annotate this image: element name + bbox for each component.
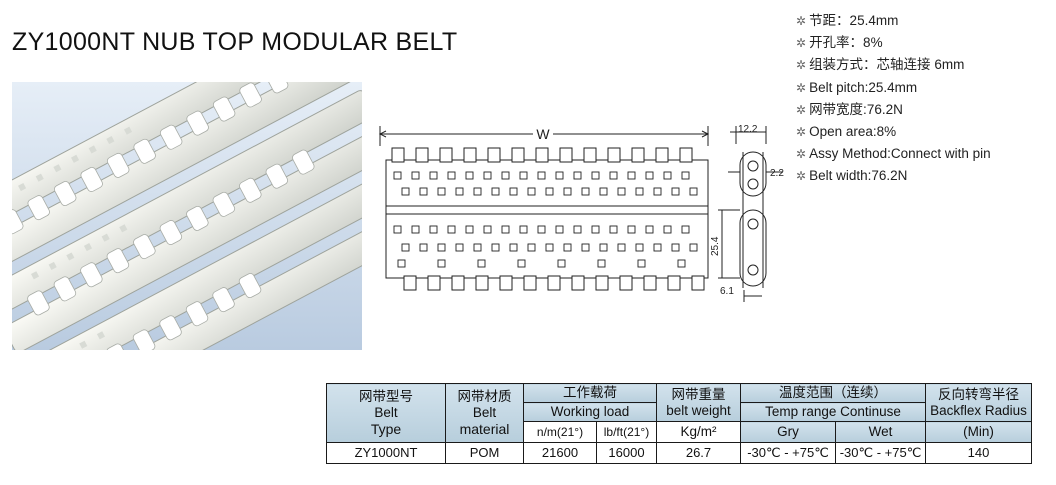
spec-item: ✲Assy Method:Connect with pin [796, 146, 991, 162]
spec-item: ✲网带宽度:76.2N [796, 101, 903, 117]
header-working-load-cn: 工作载荷 [523, 383, 657, 403]
star-icon: ✲ [796, 36, 807, 51]
spec-item: ✲Belt width:76.2N [796, 168, 908, 184]
header-temp-wet: Wet [835, 421, 926, 443]
table-row: ZY1000NT POM 21600 16000 26.7 -30℃ - +75… [326, 442, 1032, 464]
cell-backflex: 140 [925, 442, 1032, 464]
belt-technical-drawing: W 12.2 2.2 25.4 6.1 [378, 124, 784, 302]
belt-photo [12, 82, 362, 350]
cell-load-lbft: 16000 [596, 442, 657, 464]
cell-temp-dry: -30℃ - +75℃ [740, 442, 836, 464]
spec-item: ✲Open area:8% [796, 124, 897, 140]
spec-list: ✲节距：25.4mm ✲开孔率：8% ✲组装方式：芯轴连接 6mm ✲Belt … [796, 10, 991, 188]
star-icon: ✲ [796, 14, 807, 28]
spec-item: ✲Belt pitch:25.4mm [796, 79, 918, 95]
star-icon: ✲ [796, 169, 807, 184]
header-backflex-min: (Min) [925, 421, 1032, 443]
dim-2-2-label: 2.2 [770, 168, 784, 179]
header-working-load-en: Working load [523, 402, 657, 422]
spec-item: ✲开孔率：8% [796, 35, 883, 51]
spec-item: ✲组装方式：芯轴连接 6mm [796, 57, 965, 73]
dim-6-1-label: 6.1 [720, 286, 734, 297]
cell-material: POM [445, 442, 524, 464]
header-temp-range-en: Temp range Continuse [740, 402, 926, 422]
header-temp-range-cn: 温度范围（连续） [740, 383, 926, 403]
header-temp-dry: Gry [740, 421, 836, 443]
spec-item: ✲节距：25.4mm [796, 13, 899, 28]
dim-12-2-label: 12.2 [738, 124, 758, 135]
star-icon: ✲ [796, 147, 807, 162]
width-dimension-label: W [536, 126, 550, 142]
header-load-nm: n/m(21°) [523, 421, 597, 443]
star-icon: ✲ [796, 80, 807, 95]
header-weight-unit: Kg/m² [656, 421, 741, 443]
star-icon: ✲ [796, 102, 807, 117]
star-icon: ✲ [796, 58, 807, 73]
page-title: ZY1000NT NUB TOP MODULAR BELT [12, 28, 458, 56]
cell-temp-wet: -30℃ - +75℃ [835, 442, 926, 464]
cell-type: ZY1000NT [326, 442, 446, 464]
cell-load-nm: 21600 [523, 442, 597, 464]
dim-25-4-label: 25.4 [710, 236, 721, 256]
star-icon: ✲ [796, 125, 807, 140]
header-load-lbft: lb/ft(21°) [596, 421, 657, 443]
cell-weight: 26.7 [656, 442, 741, 464]
